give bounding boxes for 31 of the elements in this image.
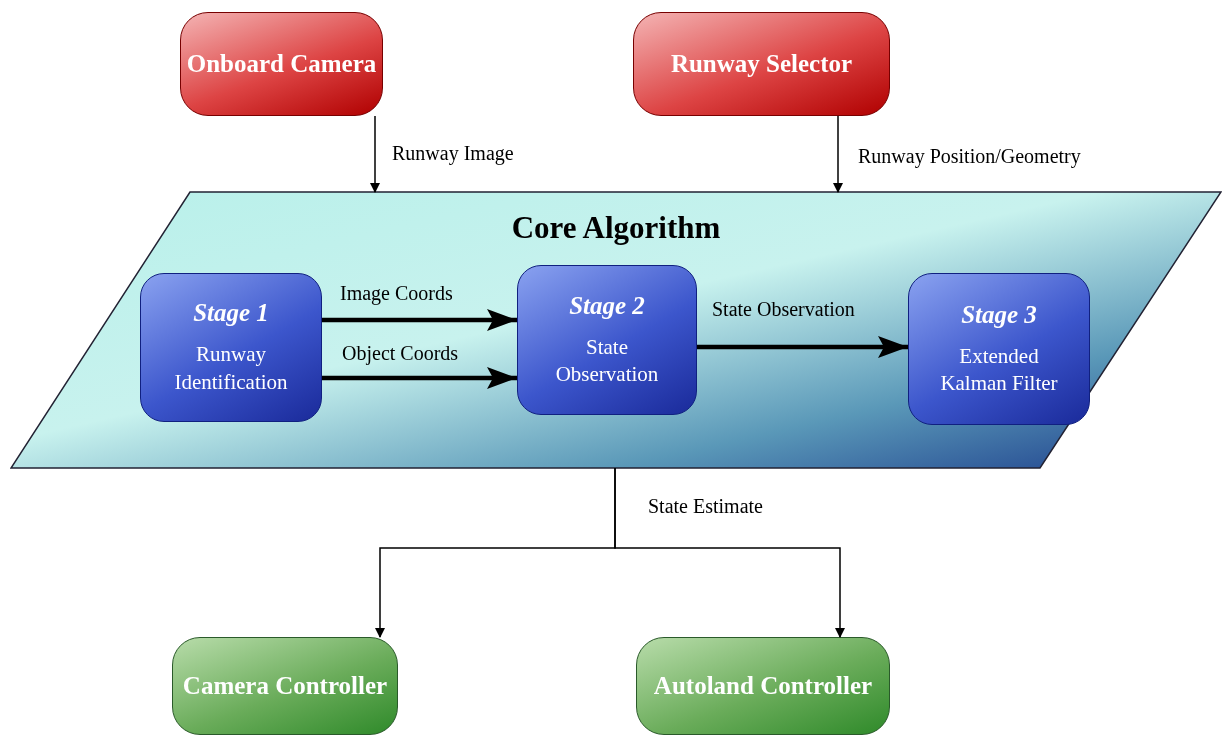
arrow [322,309,517,331]
input-box [633,12,890,116]
edge-label: Image Coords [340,282,453,305]
arrow [697,336,908,358]
arrow [614,467,845,638]
stage-heading: Stage 3 [961,300,1037,329]
section-title: Core Algorithm [510,210,722,246]
stage-description: Extended Kalman Filter [939,342,1059,397]
stage-box [140,273,322,422]
arrow [322,367,517,389]
edge-label: State Observation [712,298,855,321]
stage-heading: Stage 1 [193,299,269,328]
arrow [833,115,843,193]
edge-label: Object Coords [342,342,459,365]
stage-heading: Stage 2 [569,291,645,320]
controller-box [636,637,890,735]
process-parallelogram [10,190,1222,470]
box-label: Onboard Camera [186,50,377,78]
edge-label: Runway Image [392,142,514,165]
arrow [370,115,380,193]
controller-box [172,637,398,735]
box-label: Camera Controller [182,672,388,700]
stage-description: Runway Identification [173,341,289,396]
edge-label: State Estimate [648,495,763,518]
stage-description: State Observation [554,333,660,388]
box-label: Runway Selector [670,50,853,78]
input-box [180,12,383,116]
stage-box [908,273,1090,425]
edge-label: Runway Position/Geometry [858,145,1081,168]
box-label: Autoland Controller [653,672,873,700]
stage-box [517,265,697,415]
